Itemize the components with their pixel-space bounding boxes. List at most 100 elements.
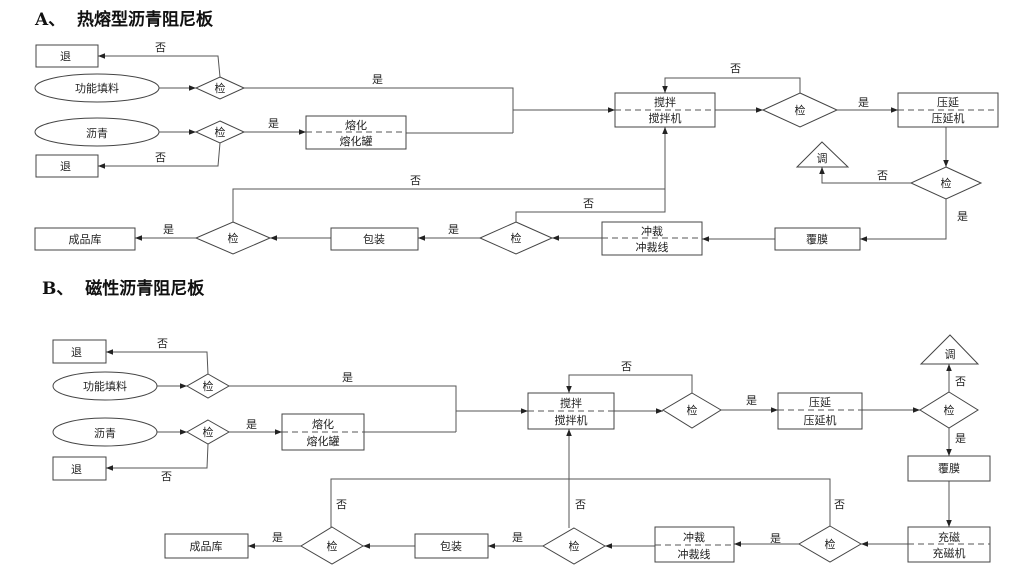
adjust-label: 调 — [945, 348, 956, 361]
melt-process-box: 熔化 熔化罐 — [281, 413, 365, 451]
check-diamond: 检 — [919, 391, 979, 429]
check-label: 检 — [569, 539, 580, 553]
edge-label-no: 否 — [621, 360, 632, 373]
edge-label-yes: 是 — [858, 96, 869, 109]
asphalt-input-ellipse: 沥青 — [52, 417, 158, 447]
reject-box: 退 — [35, 44, 99, 68]
equipment-label: 搅拌机 — [555, 413, 588, 427]
reject-box: 退 — [35, 154, 99, 178]
check-label: 检 — [327, 539, 338, 553]
edge-label-yes: 是 — [246, 418, 257, 431]
adjust-triangle: 调 — [795, 141, 850, 168]
equipment-label: 熔化罐 — [307, 434, 340, 448]
process-label: 冲裁 — [683, 530, 705, 544]
edge-label-yes: 是 — [957, 210, 968, 223]
warehouse-box: 成品库 — [164, 533, 249, 559]
warehouse-label: 成品库 — [69, 233, 102, 246]
filler-label: 功能填料 — [83, 379, 127, 393]
edge — [98, 53, 221, 78]
reject-label: 退 — [71, 346, 82, 359]
check-label: 检 — [825, 537, 836, 551]
process-label: 搅拌 — [654, 95, 676, 109]
edge-label-no: 否 — [730, 62, 741, 75]
check-label: 检 — [215, 125, 226, 139]
check-label: 检 — [795, 103, 806, 117]
asphalt-label: 沥青 — [86, 127, 108, 140]
edge-label-yes: 是 — [512, 531, 523, 544]
asphalt-input-ellipse: 沥青 — [34, 117, 160, 147]
check-diamond: 检 — [185, 419, 231, 445]
equipment-label: 熔化罐 — [340, 134, 373, 148]
adjust-triangle: 调 — [919, 334, 980, 365]
edge-label-no: 否 — [410, 174, 421, 187]
edge-label-no: 否 — [575, 498, 586, 511]
check-diamond: 检 — [909, 166, 983, 200]
mix-process-box: 搅拌 搅拌机 — [527, 392, 615, 430]
filler-input-ellipse: 功能填料 — [34, 73, 160, 103]
check-label: 检 — [511, 231, 522, 245]
check-label: 检 — [203, 425, 214, 439]
reject-box: 退 — [52, 339, 107, 364]
edge-label-no: 否 — [161, 470, 172, 483]
check-label: 检 — [941, 176, 952, 190]
edge — [106, 443, 209, 471]
edge-label-no: 否 — [157, 337, 168, 350]
punch-process-box: 冲裁 冲裁线 — [601, 221, 703, 256]
edge — [662, 77, 801, 93]
edge-label-no: 否 — [155, 41, 166, 54]
edge-label-no: 否 — [583, 197, 594, 210]
mix-process-box: 搅拌 搅拌机 — [614, 92, 716, 128]
edge-label-yes: 是 — [272, 531, 283, 544]
process-label: 压延 — [809, 396, 831, 409]
edge-label-yes: 是 — [372, 73, 383, 86]
package-box: 包装 — [330, 227, 419, 251]
edge — [515, 127, 668, 222]
check-label: 检 — [228, 231, 239, 245]
edge-label-no: 否 — [155, 151, 166, 164]
laminate-box: 覆膜 — [774, 227, 861, 251]
edge — [569, 478, 831, 526]
section-a-title: A、 热熔型沥青阻尼板 — [35, 10, 214, 30]
reject-label: 退 — [60, 160, 71, 173]
edge-label-yes: 是 — [746, 394, 757, 407]
section-b-edges — [106, 349, 952, 549]
edge-label-yes: 是 — [770, 532, 781, 545]
package-box: 包装 — [414, 533, 489, 559]
section-b-title: B、 磁性沥青阻尼板 — [42, 279, 205, 299]
equipment-label: 压延机 — [932, 111, 965, 125]
calender-process-box: 压延 压延机 — [897, 92, 999, 128]
edge-label-yes: 是 — [163, 223, 174, 236]
edge-label-no: 否 — [877, 169, 888, 182]
laminate-label: 覆膜 — [938, 462, 960, 475]
warehouse-box: 成品库 — [34, 227, 136, 251]
process-label: 冲裁 — [641, 224, 663, 238]
warehouse-label: 成品库 — [190, 540, 223, 553]
edge-label-yes: 是 — [342, 371, 353, 384]
section-a-diagram: 退 功能填料 检 沥青 检 退 熔化 熔化罐 — [34, 41, 999, 256]
check-diamond: 检 — [761, 92, 839, 128]
section-b-diagram: 退 功能填料 检 沥青 检 退 熔化 熔化罐 — [52, 334, 991, 565]
magnetize-process-box: 充磁 充磁机 — [907, 526, 991, 563]
edge — [860, 199, 947, 242]
check-label: 检 — [687, 403, 698, 417]
reject-label: 退 — [60, 50, 71, 63]
equipment-label: 冲裁线 — [678, 547, 711, 561]
melt-process-box: 熔化 熔化罐 — [305, 115, 407, 150]
edge-label-no: 否 — [955, 375, 966, 388]
asphalt-label: 沥青 — [94, 427, 116, 440]
equipment-label: 搅拌机 — [649, 111, 682, 125]
adjust-label: 调 — [817, 152, 828, 165]
reject-box: 退 — [52, 456, 107, 481]
check-label: 检 — [203, 379, 214, 393]
process-label: 搅拌 — [560, 396, 582, 410]
edge-label-yes: 是 — [955, 432, 966, 445]
check-diamond: 检 — [194, 76, 246, 100]
check-label: 检 — [215, 81, 226, 95]
edge — [229, 385, 457, 432]
process-label: 熔化 — [312, 417, 334, 431]
edge-label-no: 否 — [834, 498, 845, 511]
edge — [98, 142, 221, 169]
laminate-box: 覆膜 — [907, 455, 991, 482]
equipment-label: 冲裁线 — [636, 240, 669, 254]
